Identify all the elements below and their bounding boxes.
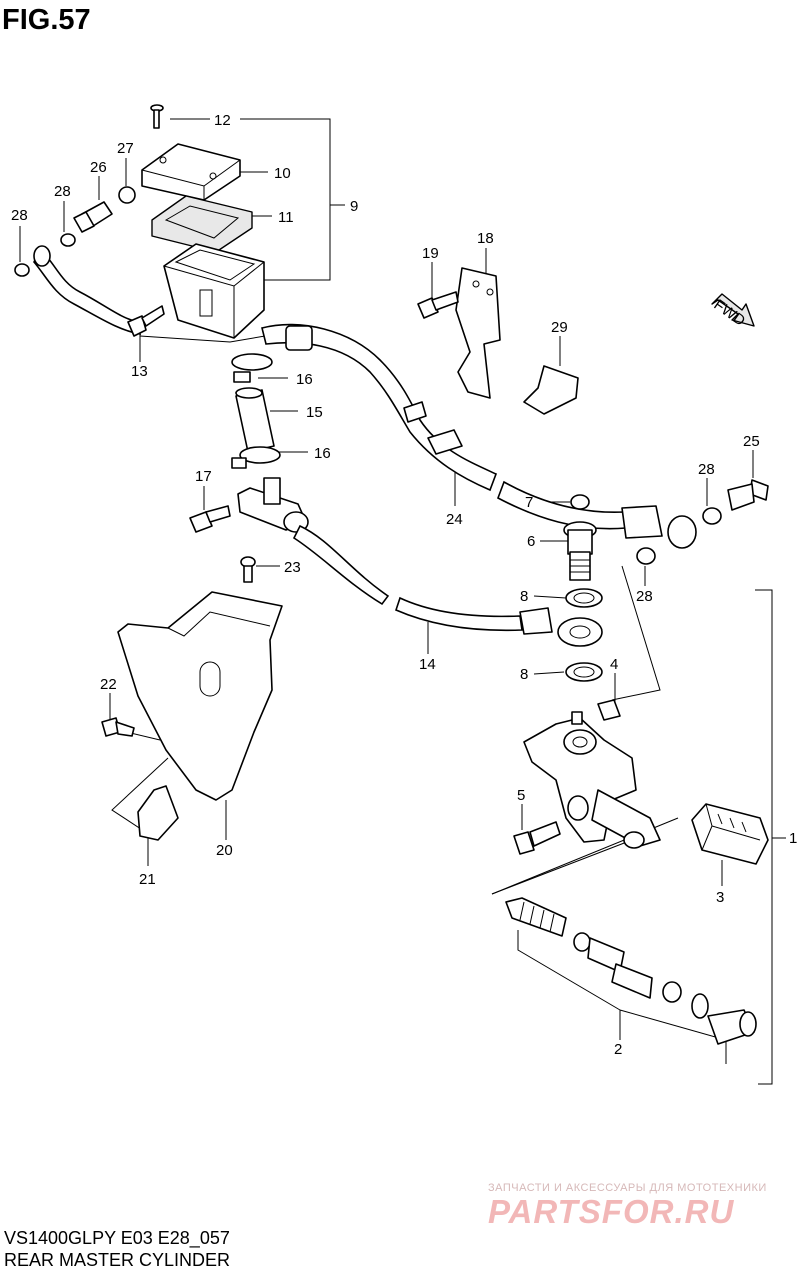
callout-23: 23 [284,559,301,576]
callout-29: 29 [551,319,568,336]
cap-27 [118,186,136,204]
washer-8-lower [565,662,603,682]
callout-8-upper: 8 [520,588,528,605]
model-code: VS1400GLPY E03 E28_057 [4,1228,230,1248]
reservoir-cap-10 [141,143,241,201]
callout-10: 10 [274,165,291,182]
callout-18: 18 [477,230,494,247]
hose-14 [292,524,603,647]
watermark-tagline: ЗАПЧАСТИ И АКСЕССУАРЫ ДЛЯ МОТОТЕХНИКИ [488,1182,767,1194]
hose-reservoir [33,245,141,335]
fwd-arrow [711,293,755,327]
callout-5: 5 [517,787,525,804]
gasket-28-left-a [60,233,76,247]
reservoir-9 [163,243,265,339]
bolt-5 [513,821,561,855]
joint-bracket [237,477,309,533]
callout-7: 7 [525,494,533,511]
callout-26: 26 [90,159,107,176]
clamp-16-upper [231,353,273,383]
bolt-13 [127,305,165,337]
diaphragm-11 [151,195,253,253]
callout-15: 15 [306,404,323,421]
cap-4 [597,699,621,721]
callout-11: 11 [278,209,294,226]
callout-9: 9 [350,198,358,215]
callout-1: 1 [789,830,797,847]
callout-3: 3 [716,889,724,906]
clamp-16-lower [231,446,281,469]
callout-4: 4 [610,656,618,673]
callout-28-c: 28 [698,461,715,478]
figure-title: FIG.57 [2,4,91,36]
clamp-29 [523,365,579,415]
bolt-17 [189,505,231,533]
bolt-23 [240,556,256,583]
hose-right [497,480,697,549]
reservoir-screw-12 [150,104,164,129]
callout-17: 17 [195,468,212,485]
gasket-28-left-b [14,263,30,277]
washer-8-upper [565,588,603,608]
callout-6: 6 [527,533,535,550]
callout-24: 24 [446,511,463,528]
callout-28-d: 28 [636,588,653,605]
gasket-28-right [702,507,722,525]
callout-16-lower: 16 [314,445,331,462]
figure-name: REAR MASTER CYLINDER [4,1250,231,1270]
callout-21: 21 [139,871,156,888]
callout-16-upper: 16 [296,371,313,388]
boot-3 [691,803,769,865]
callout-20: 20 [216,842,233,859]
union-bolt-26 [73,201,113,233]
callout-28-a: 28 [54,183,71,200]
callout-labels: 12 10 11 9 27 26 28 28 13 16 15 16 17 18… [11,112,797,1058]
callout-2: 2 [614,1041,622,1058]
callout-28-b: 28 [11,207,28,224]
heat-shield-20 [117,591,283,801]
callout-22: 22 [100,676,117,693]
callout-8-lower: 8 [520,666,528,683]
callout-27: 27 [117,140,134,157]
hose-15 [235,387,275,453]
bracket-21 [137,785,179,841]
callout-14: 14 [419,656,436,673]
master-cylinder-body [523,711,661,849]
bracket-18 [455,267,501,399]
connector-6 [563,521,597,581]
callout-19: 19 [422,245,439,262]
callout-12: 12 [214,112,231,129]
callout-25: 25 [743,433,760,450]
cap-7 [570,494,590,510]
callout-13: 13 [131,363,148,380]
watermark-brand-logo: PARTSFOR.RU [488,1193,735,1230]
main-hose-24 [261,323,498,492]
piston-kit-2 [505,897,757,1045]
bolt-25 [727,479,769,511]
gasket-28-mid [636,547,656,565]
bolt-19 [417,291,459,319]
bolt-22 [101,717,135,737]
